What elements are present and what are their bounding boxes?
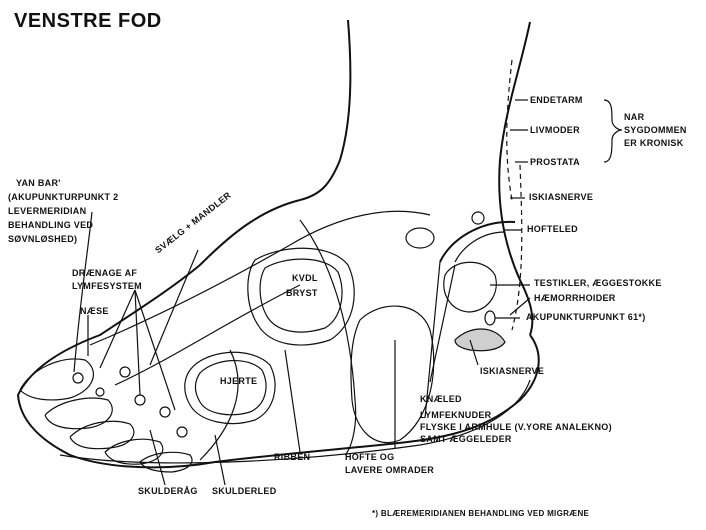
label-lymfe-2: FLYSKE I ARMHULE (V.YORE ANALEKNO) — [420, 422, 612, 433]
label-sovnlos: SØVNLØSHED) — [8, 234, 77, 245]
toe-point — [96, 388, 104, 396]
label-livmoder: LIVMODER — [530, 125, 580, 136]
label-lymfe-1: LYMFEKNUDER — [420, 410, 491, 421]
leader-svaelg — [150, 250, 198, 365]
heel-shade — [455, 329, 505, 351]
toe-point — [120, 367, 130, 377]
label-nar-1: NAR — [624, 112, 644, 123]
heel-point — [485, 311, 495, 325]
label-kvbryst-1: KVDL — [292, 273, 318, 284]
curly-brace — [604, 100, 622, 162]
leg-front-outline — [300, 20, 350, 200]
leg-back-outline — [499, 22, 532, 335]
footnote: *) BLÆREMERIDIANEN BEHANDLING VED MIGRÆN… — [372, 509, 589, 518]
label-draenage-2: LYMFESYSTEM — [72, 281, 142, 292]
label-prostata: PROSTATA — [530, 157, 580, 168]
label-van-bart: YAN BAR' — [16, 178, 61, 189]
dashed-line-back — [512, 165, 522, 330]
label-naese: NÆSE — [80, 306, 109, 317]
toe-point — [177, 427, 187, 437]
label-nar-3: ER KRONISK — [624, 138, 684, 149]
label-hofteled: HOFTELED — [527, 224, 578, 235]
toe-point — [73, 373, 83, 383]
leader-ribben — [285, 350, 300, 452]
label-kvbryst-2: BRYST — [286, 288, 318, 299]
label-skulderled: SKULDERLED — [212, 486, 277, 497]
ankle-oval — [406, 228, 434, 248]
label-ribben: RIBBEN — [274, 452, 310, 463]
hjerte-inner — [196, 361, 267, 415]
label-iskias-upper: ISKIASNERVE — [529, 192, 593, 203]
label-levermeridian: LEVERMERIDIAN — [8, 206, 86, 217]
hjerte-zone — [185, 352, 275, 423]
toe-point — [160, 407, 170, 417]
label-endetarm: ENDETARM — [530, 95, 583, 106]
toe-3 — [70, 421, 134, 448]
label-testikler: TESTIKLER, ÆGGESTOKKE — [534, 278, 662, 289]
zone-line-3 — [200, 350, 238, 460]
zone-line-1 — [90, 211, 430, 345]
label-hofte-1: HOFTE OG — [345, 452, 394, 463]
label-behandling: BEHANDLING VED — [8, 220, 93, 231]
testikler-zone — [444, 262, 496, 312]
zone-line-4 — [300, 220, 356, 455]
label-akupunktur61: AKUPUNKTURPUNKT 61*) — [526, 312, 646, 323]
label-lymfe-3: SAMT ÆGGELEDER — [420, 434, 512, 445]
label-knaeled: KNÆLED — [420, 394, 462, 405]
label-iskias-lower: ISKIASNERVE — [480, 366, 544, 377]
label-nar-2: SYGDOMMEN — [624, 125, 687, 136]
toe-2 — [45, 398, 112, 429]
label-skulderbag: SKULDERÅG — [138, 486, 198, 497]
label-haemorroider: HÆMORRHOIDER — [534, 293, 616, 304]
ankle-dot — [472, 212, 484, 224]
label-draenage-1: DRÆNAGE AF — [72, 268, 137, 279]
leader-draenage-3 — [135, 290, 175, 410]
leader-skulderbag — [150, 430, 165, 485]
label-akupunktur2: (AKUPUNKTURPUNKT 2 — [8, 192, 118, 203]
leader-draenage-2 — [135, 290, 140, 395]
leader-draenage-1 — [100, 290, 135, 368]
toe-point — [135, 395, 145, 405]
label-hofte-2: LAVERE OMRADER — [345, 465, 434, 476]
label-hjerte: HJERTE — [220, 376, 257, 387]
